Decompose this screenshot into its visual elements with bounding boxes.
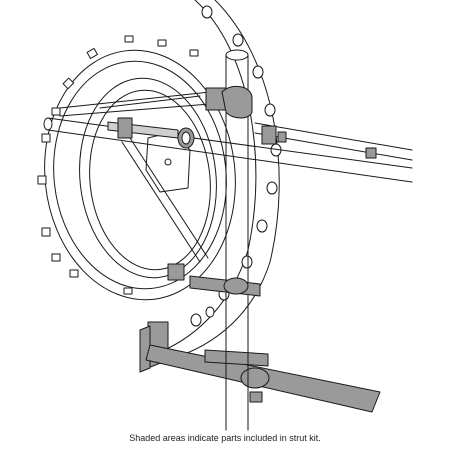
- figure-caption: Shaded areas indicate parts included in …: [129, 433, 321, 443]
- mast-pipe-front: [225, 299, 249, 431]
- diagonal-strut: [121, 137, 209, 263]
- reflector-inner-ring: [79, 77, 217, 279]
- reflector-front-ring: [44, 49, 236, 301]
- rim-clips: [37, 35, 199, 295]
- end-clip: [365, 147, 377, 159]
- lower-mast-clamp: [167, 263, 261, 297]
- upper-strut-bracket: [117, 117, 133, 139]
- rear-bracket: [261, 125, 287, 145]
- pipe-clamp-hub: [177, 127, 195, 149]
- upper-mast-clamp: [205, 85, 253, 119]
- top-brace: [59, 91, 211, 117]
